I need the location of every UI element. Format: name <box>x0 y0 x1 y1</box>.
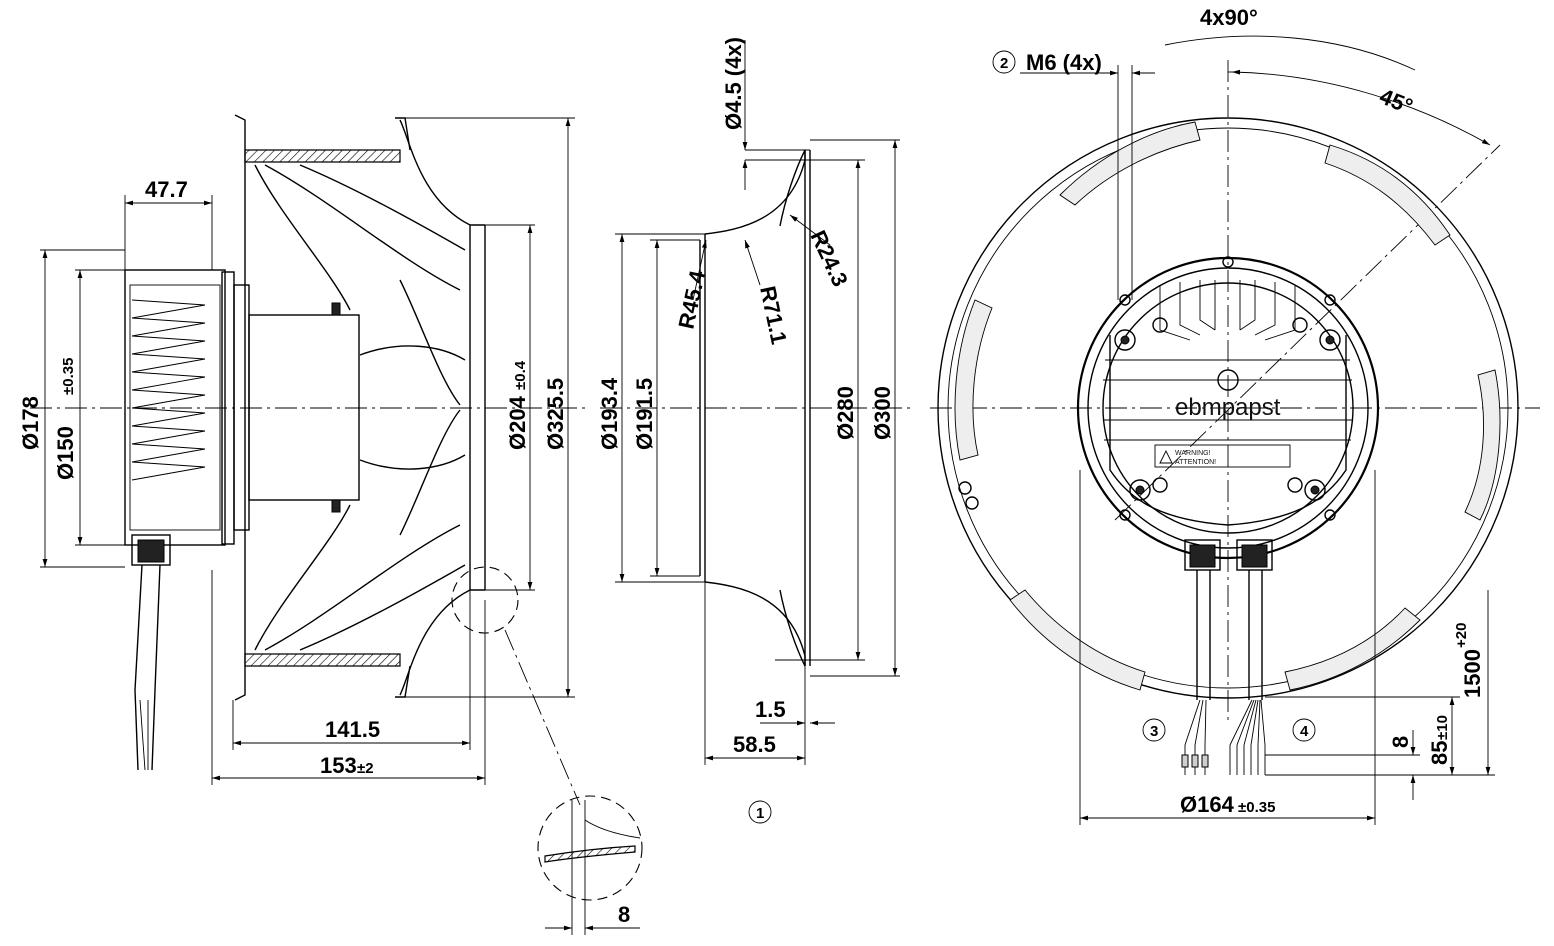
dim-label-164: Ø164 <box>1180 792 1235 817</box>
dim-label-193: Ø193.4 <box>597 377 622 450</box>
dim-label-325: Ø325.5 <box>543 378 568 450</box>
dim-label-58: 58.5 <box>733 732 776 757</box>
attention-label: ATTENTION! <box>1175 459 1216 466</box>
dim-label-204: Ø204 <box>505 395 530 450</box>
dim-191: Ø191.5 <box>632 239 700 577</box>
dim-4-5: Ø4.5 (4x) <box>721 37 748 190</box>
dim-label-r71: R71.1 <box>755 284 792 347</box>
detail-view: 8 <box>537 795 643 935</box>
dim-tol-164: ±0.35 <box>1238 799 1275 816</box>
side-view: Ø178 Ø150 ±0.35 47.7 Ø204 ±0.4 Ø325.5 <box>18 114 643 935</box>
callout-1: 1 <box>748 800 772 824</box>
dim-141: 141.5 <box>232 590 471 750</box>
dim-300: Ø300 <box>810 139 900 677</box>
dim-85: 85 ±10 <box>1265 696 1460 775</box>
dim-r24: R24.3 <box>789 214 853 291</box>
dim-58: 58.5 <box>704 582 806 765</box>
dim-label-178: Ø178 <box>18 396 43 450</box>
dim-tol-153: ±2 <box>357 760 374 777</box>
dim-r71: R71.1 <box>744 239 792 347</box>
dim-8: 8 <box>1265 730 1420 800</box>
dim-label-4-5: Ø4.5 (4x) <box>721 37 746 130</box>
dim-tol-85: ±10 <box>1434 715 1451 740</box>
warning-label: WARNING! <box>1175 450 1211 457</box>
dim-1-5: 1.5 <box>755 666 835 730</box>
dim-tol-204: ±0.4 <box>512 360 529 390</box>
dim-47: 47.7 <box>124 177 213 270</box>
angle-45-label: 45° <box>1376 83 1416 119</box>
dim-label-150: Ø150 <box>53 426 78 480</box>
dim-280: Ø280 <box>810 159 865 661</box>
detail-dim-8: 8 <box>618 902 630 927</box>
angle-4x90-label: 4x90° <box>1200 5 1258 30</box>
dim-label-300: Ø300 <box>870 386 895 440</box>
thread-label: M6 (4x) <box>1026 50 1102 75</box>
callout-3-label: 3 <box>1150 723 1158 740</box>
angle-4x90: 4x90° <box>1164 5 1416 71</box>
brand-logo: ebmpapst <box>1175 394 1281 421</box>
callout-3: 3 <box>1142 718 1166 742</box>
dim-tol-1500: +20 <box>1453 623 1470 648</box>
dim-204: Ø204 ±0.4 <box>485 224 535 591</box>
dim-label-r24: R24.3 <box>805 227 852 291</box>
dim-178: Ø178 <box>18 249 125 568</box>
dim-tol-150: ±0.35 <box>60 358 77 395</box>
callout-2-label: 2 <box>1000 55 1008 72</box>
dim-label-85: 85 <box>1427 741 1452 765</box>
dim-325: Ø325.5 <box>405 117 575 698</box>
dim-label-280: Ø280 <box>833 386 858 440</box>
dim-153: 153 ±2 <box>211 570 486 785</box>
dim-164: Ø164 ±0.35 <box>1079 470 1376 825</box>
angle-45: 45° <box>1228 69 1491 146</box>
dim-150: Ø150 ±0.35 <box>53 269 125 546</box>
dim-label-1-5: 1.5 <box>755 697 786 722</box>
front-view: ebmpapst WARNING! ATTENTION! <box>930 5 1540 825</box>
dim-1500: 1500 +20 <box>1420 590 1495 776</box>
callout-4-label: 4 <box>1300 723 1309 740</box>
nozzle-view: Ø4.5 (4x) R24.3 R45.4 R71.1 Ø193.4 Ø191.… <box>597 37 910 824</box>
callout-1-label: 1 <box>756 805 764 822</box>
dim-label-191: Ø191.5 <box>632 378 657 450</box>
dim-label-8: 8 <box>1388 736 1413 748</box>
dim-label-141: 141.5 <box>325 717 380 742</box>
callout-4: 4 <box>1292 718 1316 742</box>
dim-label-153: 153 <box>320 753 357 778</box>
dim-label-47: 47.7 <box>145 177 188 202</box>
callout-2: 2 M6 (4x) <box>992 50 1155 300</box>
dim-193: Ø193.4 <box>597 233 705 583</box>
dim-label-1500: 1500 <box>1460 649 1485 698</box>
